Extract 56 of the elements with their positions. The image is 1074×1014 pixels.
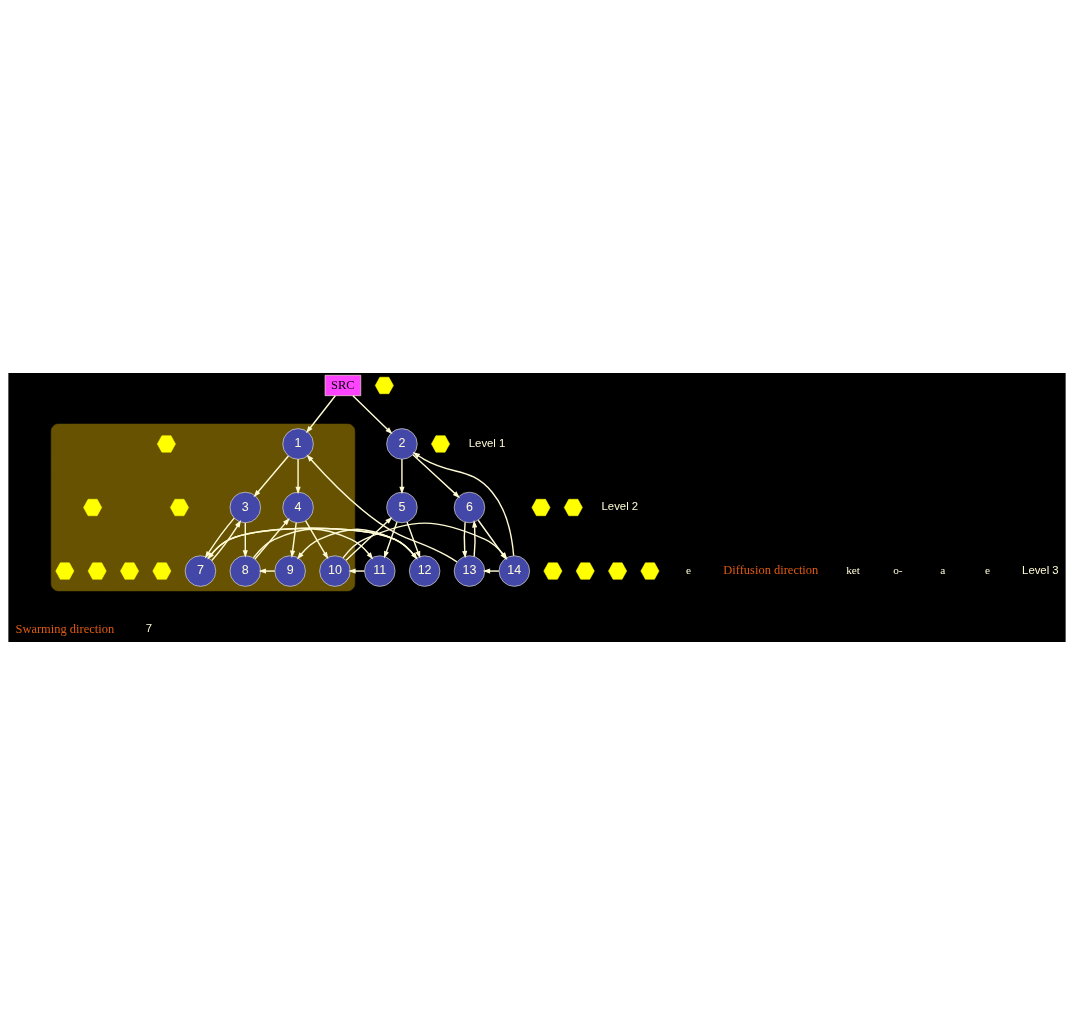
arrow	[482, 567, 500, 574]
arrow	[477, 519, 507, 560]
node-hexagon	[83, 498, 102, 516]
label: Level 3	[1022, 563, 1059, 576]
label: 7	[145, 621, 152, 634]
arrow	[242, 521, 248, 558]
arrow	[295, 458, 301, 494]
node-circle: 9	[274, 554, 306, 587]
node-hexagon	[608, 562, 627, 580]
label: e	[985, 563, 991, 576]
node-circle: 12	[409, 554, 441, 587]
node-box: SRC	[324, 374, 362, 396]
arrow	[211, 519, 242, 561]
arrow	[305, 394, 336, 433]
node-hexagon	[563, 498, 583, 516]
node-hexagon	[170, 498, 189, 516]
arrow	[254, 517, 290, 560]
node-circle: 7	[184, 554, 217, 587]
arrow	[384, 520, 398, 559]
arrow	[412, 453, 461, 498]
arrow	[290, 521, 297, 558]
arrow	[348, 567, 366, 574]
node-hexagon	[152, 562, 172, 580]
node-circle: 8	[229, 554, 261, 587]
label: Swarming direction	[15, 621, 115, 636]
node-hexagon	[87, 562, 107, 580]
arrow	[462, 521, 468, 558]
node-circle: 11	[364, 554, 396, 587]
node-hexagon	[374, 376, 394, 394]
arrow	[345, 516, 393, 561]
arrow	[204, 516, 235, 559]
node-hexagon	[575, 562, 595, 580]
label: a	[940, 563, 946, 576]
node-hexagon	[431, 434, 450, 452]
arrow	[258, 567, 276, 574]
arrow	[399, 458, 405, 494]
arrow	[304, 519, 329, 559]
arrow	[252, 527, 374, 560]
label: Diffusion direction	[723, 562, 819, 577]
label: e	[686, 563, 692, 576]
node-hexagon	[543, 562, 563, 580]
arrow	[472, 519, 478, 557]
node-circle: 10	[319, 554, 351, 587]
label: o-	[893, 563, 903, 576]
label: Level 1	[468, 436, 506, 449]
arrow	[352, 394, 393, 434]
arrow	[412, 451, 515, 556]
node-hexagon	[531, 498, 551, 516]
node-hexagon	[55, 562, 75, 580]
node-hexagon	[157, 434, 176, 452]
arrow	[253, 454, 290, 497]
label: Level 2	[601, 499, 639, 512]
label: ket	[846, 563, 861, 576]
node-hexagon	[120, 562, 139, 580]
node-hexagon	[640, 562, 660, 580]
node-circle: 13	[453, 554, 486, 587]
